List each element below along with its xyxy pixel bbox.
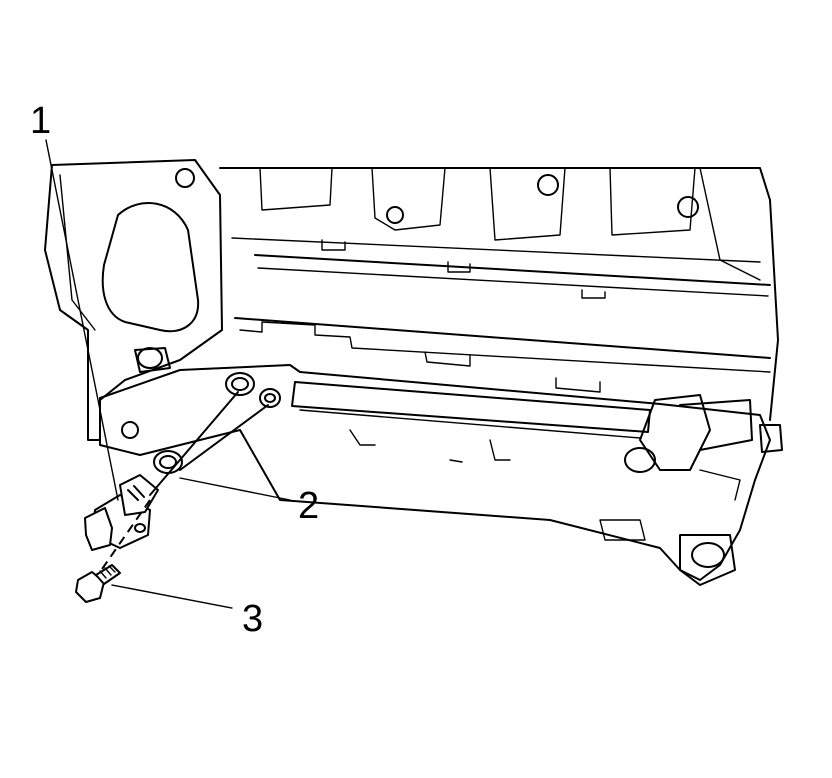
leader-line-3 [111, 584, 233, 609]
leader-line-1 [45, 139, 119, 501]
leader-lines [45, 139, 291, 609]
engine-block [44, 159, 783, 586]
leader-line-2 [179, 477, 291, 501]
callout-2: 2 [298, 485, 320, 527]
crankshaft-position-sensor [84, 474, 159, 551]
alignment-lines [99, 391, 269, 573]
callout-3: 3 [242, 598, 264, 640]
sensor-bore [225, 372, 281, 408]
callout-1: 1 [30, 100, 52, 142]
o-ring [153, 450, 183, 474]
bolt [75, 564, 121, 603]
